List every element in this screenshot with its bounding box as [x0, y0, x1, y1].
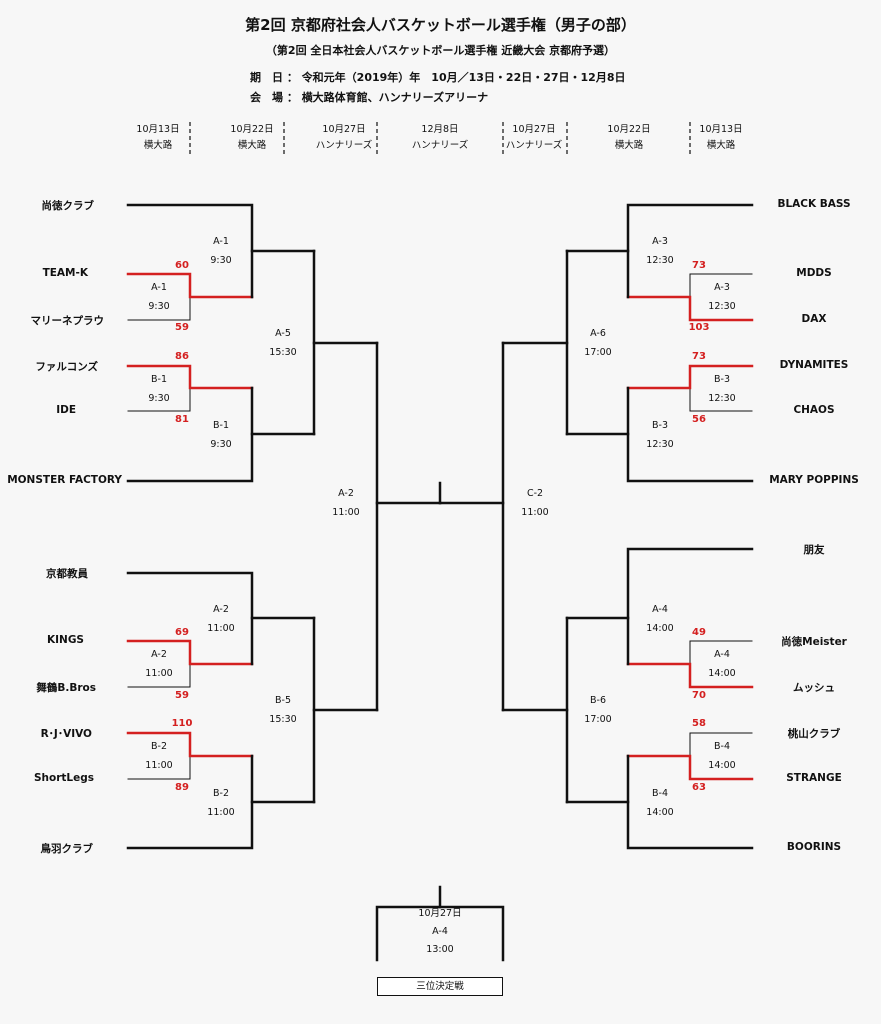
schedule-venue: 横大路	[237, 140, 267, 151]
score: 58	[692, 718, 706, 729]
schedule-venue: 横大路	[706, 140, 736, 151]
team-left-10: R･J･VIVO	[40, 728, 92, 740]
schedule-venue: ハンナリーズ	[315, 140, 373, 151]
score: 86	[175, 351, 189, 362]
schedule-col-6: 10月22日 横大路	[594, 122, 664, 154]
team-left-4: ファルコンズ	[35, 361, 98, 373]
schedule-date: 10月27日	[322, 124, 366, 135]
schedule-date: 10月22日	[607, 124, 651, 135]
schedule-date: 10月13日	[136, 124, 180, 135]
period-row: 期 日 ： 令和元年（2019年）年 10月／13日・22日・27日・12月8日	[250, 69, 626, 85]
team-left-5: IDE	[56, 404, 76, 416]
score: 63	[692, 782, 706, 793]
score: 73	[692, 351, 706, 362]
team-left-12: 鳥羽クラブ	[40, 843, 94, 855]
score: 70	[692, 690, 706, 701]
team-left-2: TEAM-K	[42, 267, 88, 279]
score: 81	[175, 414, 189, 425]
score: 103	[688, 322, 710, 333]
score: 89	[175, 782, 189, 793]
score: 59	[175, 322, 189, 333]
schedule-col-2: 10月22日 横大路	[217, 122, 287, 154]
venue-row: 会 場 ： 横大路体育館、ハンナリーズアリーナ	[250, 89, 488, 105]
team-left-6: MONSTER FACTORY	[7, 474, 122, 486]
team-left-9: 舞鶴B.Bros	[36, 682, 96, 694]
score: 56	[692, 414, 706, 425]
team-left-3: マリーネプラウ	[30, 315, 105, 327]
page-title: 第2回 京都府社会人バスケットボール選手権（男子の部）	[245, 16, 636, 34]
period-label: 期 日 ：	[250, 71, 298, 84]
team-right-10: 桃山クラブ	[787, 728, 841, 740]
score: 60	[175, 260, 189, 271]
team-right-8: 尚徳Meister	[781, 636, 847, 648]
schedule-venue: 横大路	[614, 140, 644, 151]
schedule-dividers	[189, 122, 691, 155]
score: 59	[175, 690, 189, 701]
schedule-date: 10月22日	[230, 124, 274, 135]
venue-label: 会 場 ：	[250, 91, 298, 104]
schedule-date: 10月27日	[512, 124, 556, 135]
team-left-8: KINGS	[46, 634, 84, 646]
schedule-col-3: 10月27日 ハンナリーズ	[309, 122, 379, 154]
team-right-2: MDDS	[796, 267, 832, 279]
team-right-5: CHAOS	[793, 404, 835, 416]
team-left-7: 京都教員	[46, 568, 88, 580]
team-right-3: DAX	[801, 313, 827, 325]
schedule-venue: ハンナリーズ	[411, 140, 469, 151]
score: 73	[692, 260, 706, 271]
schedule-col-7: 10月13日 横大路	[686, 122, 756, 154]
schedule-venue: ハンナリーズ	[505, 140, 563, 151]
team-right-6: MARY POPPINS	[769, 474, 859, 486]
team-left-1: 尚徳クラブ	[41, 200, 95, 212]
schedule-col-4: 12月8日 ハンナリーズ	[405, 122, 475, 154]
schedule-venue: 横大路	[143, 140, 173, 151]
page-subtitle: （第2回 全日本社会人バスケットボール選手権 近畿大会 京都府予選）	[265, 44, 616, 57]
schedule-date: 10月13日	[699, 124, 743, 135]
team-right-12: BOORINS	[786, 841, 842, 853]
team-right-7: 朋友	[803, 544, 825, 556]
venue-value: 横大路体育館、ハンナリーズアリーナ	[301, 91, 489, 104]
score: 110	[171, 718, 193, 729]
schedule-date: 12月8日	[421, 124, 459, 135]
score: 49	[692, 627, 706, 638]
team-left-11: ShortLegs	[33, 772, 94, 784]
team-right-9: ムッシュ	[793, 682, 835, 694]
team-right-4: DYNAMITES	[779, 359, 849, 371]
third-place-label: 三位決定戦	[377, 977, 503, 996]
team-right-11: STRANGE	[786, 772, 842, 784]
third-place-match: 10月27日 A-4 13:00	[418, 908, 462, 955]
schedule-col-5: 10月27日 ハンナリーズ	[499, 122, 569, 154]
schedule-col-1: 10月13日 横大路	[123, 122, 193, 154]
team-right-1: BLACK BASS	[777, 198, 851, 210]
period-value: 令和元年（2019年）年 10月／13日・22日・27日・12月8日	[301, 71, 626, 84]
score: 69	[175, 627, 189, 638]
